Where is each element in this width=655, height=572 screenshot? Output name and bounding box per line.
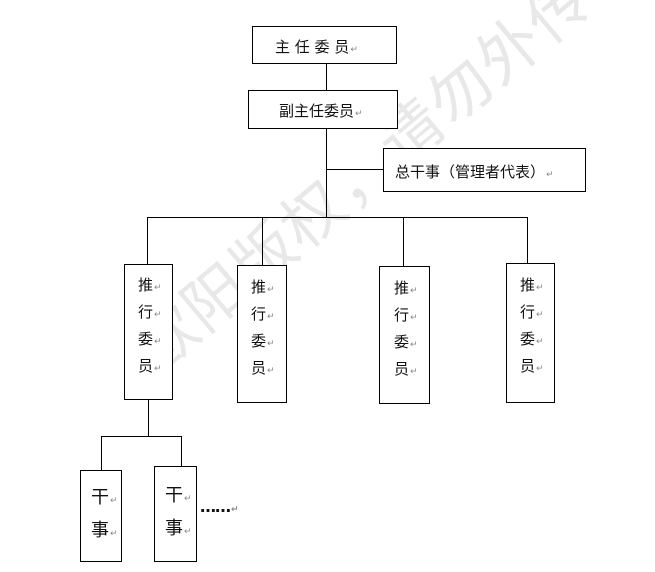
chairman-label: 主 任 委 员 bbox=[275, 38, 350, 56]
connector bbox=[181, 436, 182, 466]
officer-char: 事 bbox=[165, 518, 183, 539]
connector bbox=[148, 399, 149, 436]
chairman-box: 主 任 委 员↵ bbox=[252, 26, 397, 64]
ellipsis-text: …… bbox=[200, 497, 231, 516]
return-mark: ↵ bbox=[184, 527, 192, 537]
return-mark: ↵ bbox=[267, 366, 275, 376]
promoter-char: 行 bbox=[520, 303, 536, 321]
officer-char: 事 bbox=[91, 520, 109, 541]
return-mark: ↵ bbox=[410, 340, 418, 350]
connector bbox=[101, 436, 102, 470]
ellipsis: ……↵ bbox=[200, 497, 238, 516]
return-mark: ↵ bbox=[355, 109, 363, 119]
connector bbox=[262, 217, 263, 265]
vice-chairman-box: 副主任委员↵ bbox=[248, 90, 398, 129]
officer-char: 干 bbox=[91, 487, 109, 508]
promoter-char: 行 bbox=[251, 305, 267, 323]
promoter-char: 推 bbox=[251, 278, 267, 296]
return-mark: ↵ bbox=[184, 494, 192, 504]
return-mark: ↵ bbox=[536, 364, 544, 374]
secretary-general-label: 总干事（管理者代表） bbox=[395, 163, 546, 181]
promoter-char: 委 bbox=[520, 330, 536, 348]
return-mark: ↵ bbox=[350, 45, 358, 55]
connector bbox=[326, 128, 327, 217]
promoter-char: 委 bbox=[251, 332, 267, 350]
officer-box-2: 干↵ 事↵ bbox=[154, 466, 197, 562]
promoter-char: 推 bbox=[520, 276, 536, 294]
return-mark: ↵ bbox=[267, 339, 275, 349]
promoter-char: 行 bbox=[138, 303, 154, 321]
return-mark: ↵ bbox=[536, 283, 544, 293]
return-mark: ↵ bbox=[154, 310, 162, 320]
connector bbox=[101, 436, 182, 437]
promoter-char: 员 bbox=[251, 359, 267, 377]
return-mark: ↵ bbox=[267, 285, 275, 295]
return-mark: ↵ bbox=[231, 505, 238, 515]
promoter-box-3: 推↵ 行↵ 委↵ 员↵ bbox=[379, 266, 430, 404]
vice-chairman-label: 副主任委员 bbox=[279, 102, 355, 120]
return-mark: ↵ bbox=[154, 364, 162, 374]
return-mark: ↵ bbox=[536, 337, 544, 347]
promoter-char: 员 bbox=[520, 357, 536, 375]
connector bbox=[527, 217, 528, 263]
connector bbox=[326, 169, 383, 170]
promoter-char: 员 bbox=[138, 357, 154, 375]
promoter-char: 推 bbox=[394, 279, 410, 297]
promoter-char: 委 bbox=[394, 333, 410, 351]
return-mark: ↵ bbox=[410, 367, 418, 377]
return-mark: ↵ bbox=[546, 170, 554, 180]
return-mark: ↵ bbox=[410, 286, 418, 296]
promoter-char: 行 bbox=[394, 306, 410, 324]
officer-char: 干 bbox=[165, 485, 183, 506]
promoter-char: 委 bbox=[138, 330, 154, 348]
officer-box-1: 干↵ 事↵ bbox=[80, 470, 122, 562]
promoter-box-1: 推↵ 行↵ 委↵ 员↵ bbox=[124, 264, 173, 400]
return-mark: ↵ bbox=[154, 283, 162, 293]
return-mark: ↵ bbox=[536, 310, 544, 320]
return-mark: ↵ bbox=[154, 337, 162, 347]
promoter-box-4: 推↵ 行↵ 委↵ 员↵ bbox=[506, 263, 555, 403]
return-mark: ↵ bbox=[110, 496, 118, 506]
connector bbox=[403, 217, 404, 266]
return-mark: ↵ bbox=[410, 313, 418, 323]
promoter-char: 推 bbox=[138, 276, 154, 294]
promoter-char: 员 bbox=[394, 360, 410, 378]
secretary-general-box: 总干事（管理者代表）↵ bbox=[383, 148, 586, 192]
return-mark: ↵ bbox=[267, 312, 275, 322]
connector bbox=[147, 217, 528, 218]
connector bbox=[326, 63, 327, 90]
return-mark: ↵ bbox=[110, 529, 118, 539]
connector bbox=[147, 217, 148, 264]
promoter-box-2: 推↵ 行↵ 委↵ 员↵ bbox=[237, 265, 287, 403]
